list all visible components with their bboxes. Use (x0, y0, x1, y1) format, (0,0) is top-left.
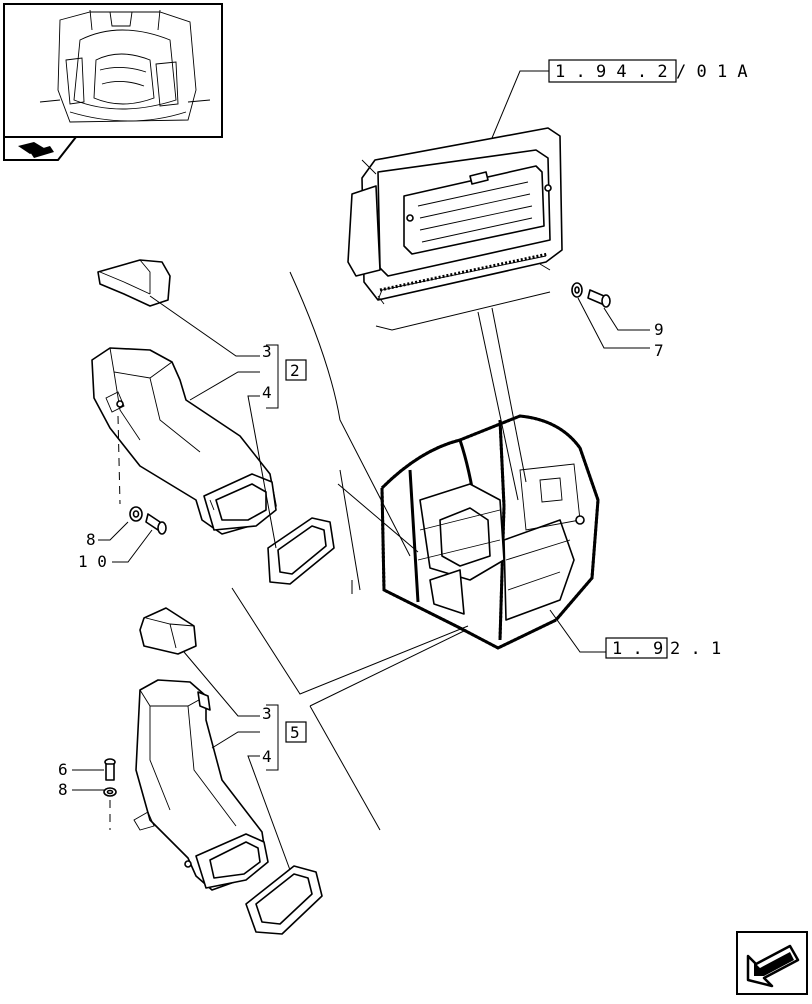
upper-duct-part (91, 347, 277, 535)
washer-7 (571, 282, 583, 298)
reference-bottom[interactable]: 1 . 9 2 . 1 (605, 637, 721, 659)
next-page-arrow-icon (746, 944, 800, 988)
reference-top-rest: / 0 1 A (676, 62, 748, 82)
callout-8-lower: 8 (58, 780, 68, 799)
upper-label-4: 4 (262, 383, 272, 402)
callout-10: 1 0 (78, 552, 107, 571)
callout-8-upper: 8 (86, 530, 96, 549)
callout-6: 6 (58, 760, 68, 779)
thumbnail-tab[interactable] (3, 136, 79, 161)
next-page-button[interactable] (736, 931, 808, 995)
screw-10-upper (145, 513, 167, 535)
overview-thumbnail[interactable] (3, 3, 223, 138)
washer-8-upper (129, 506, 143, 522)
lower-label-3: 3 (262, 704, 272, 723)
tractor-book-icon (18, 142, 54, 158)
lower-duct-part (133, 679, 269, 891)
screw-6-lower (104, 758, 116, 781)
lower-label-4: 4 (262, 747, 272, 766)
upper-group-number: 2 (290, 361, 300, 380)
lower-group-number: 5 (290, 723, 300, 742)
screw-9 (587, 289, 611, 308)
lower-duct-cap (139, 607, 197, 655)
air-filter-cover-part (347, 127, 563, 305)
cab-frame (380, 414, 600, 650)
reference-top-boxed: 1 . 9 4 . 2 (555, 62, 668, 82)
callout-9: 9 (654, 320, 664, 339)
reference-bottom-rest: 2 . 1 (670, 639, 721, 659)
callout-7: 7 (654, 341, 664, 360)
reference-bottom-boxed: 1 . 9 (612, 639, 663, 659)
upper-duct-cap (97, 259, 171, 307)
reference-top[interactable]: 1 . 9 4 . 2 / 0 1 A (548, 59, 748, 83)
washer-8-lower (103, 787, 117, 797)
upper-label-3: 3 (262, 342, 272, 361)
lower-duct-seal (245, 865, 323, 935)
upper-duct-seal (267, 517, 335, 585)
